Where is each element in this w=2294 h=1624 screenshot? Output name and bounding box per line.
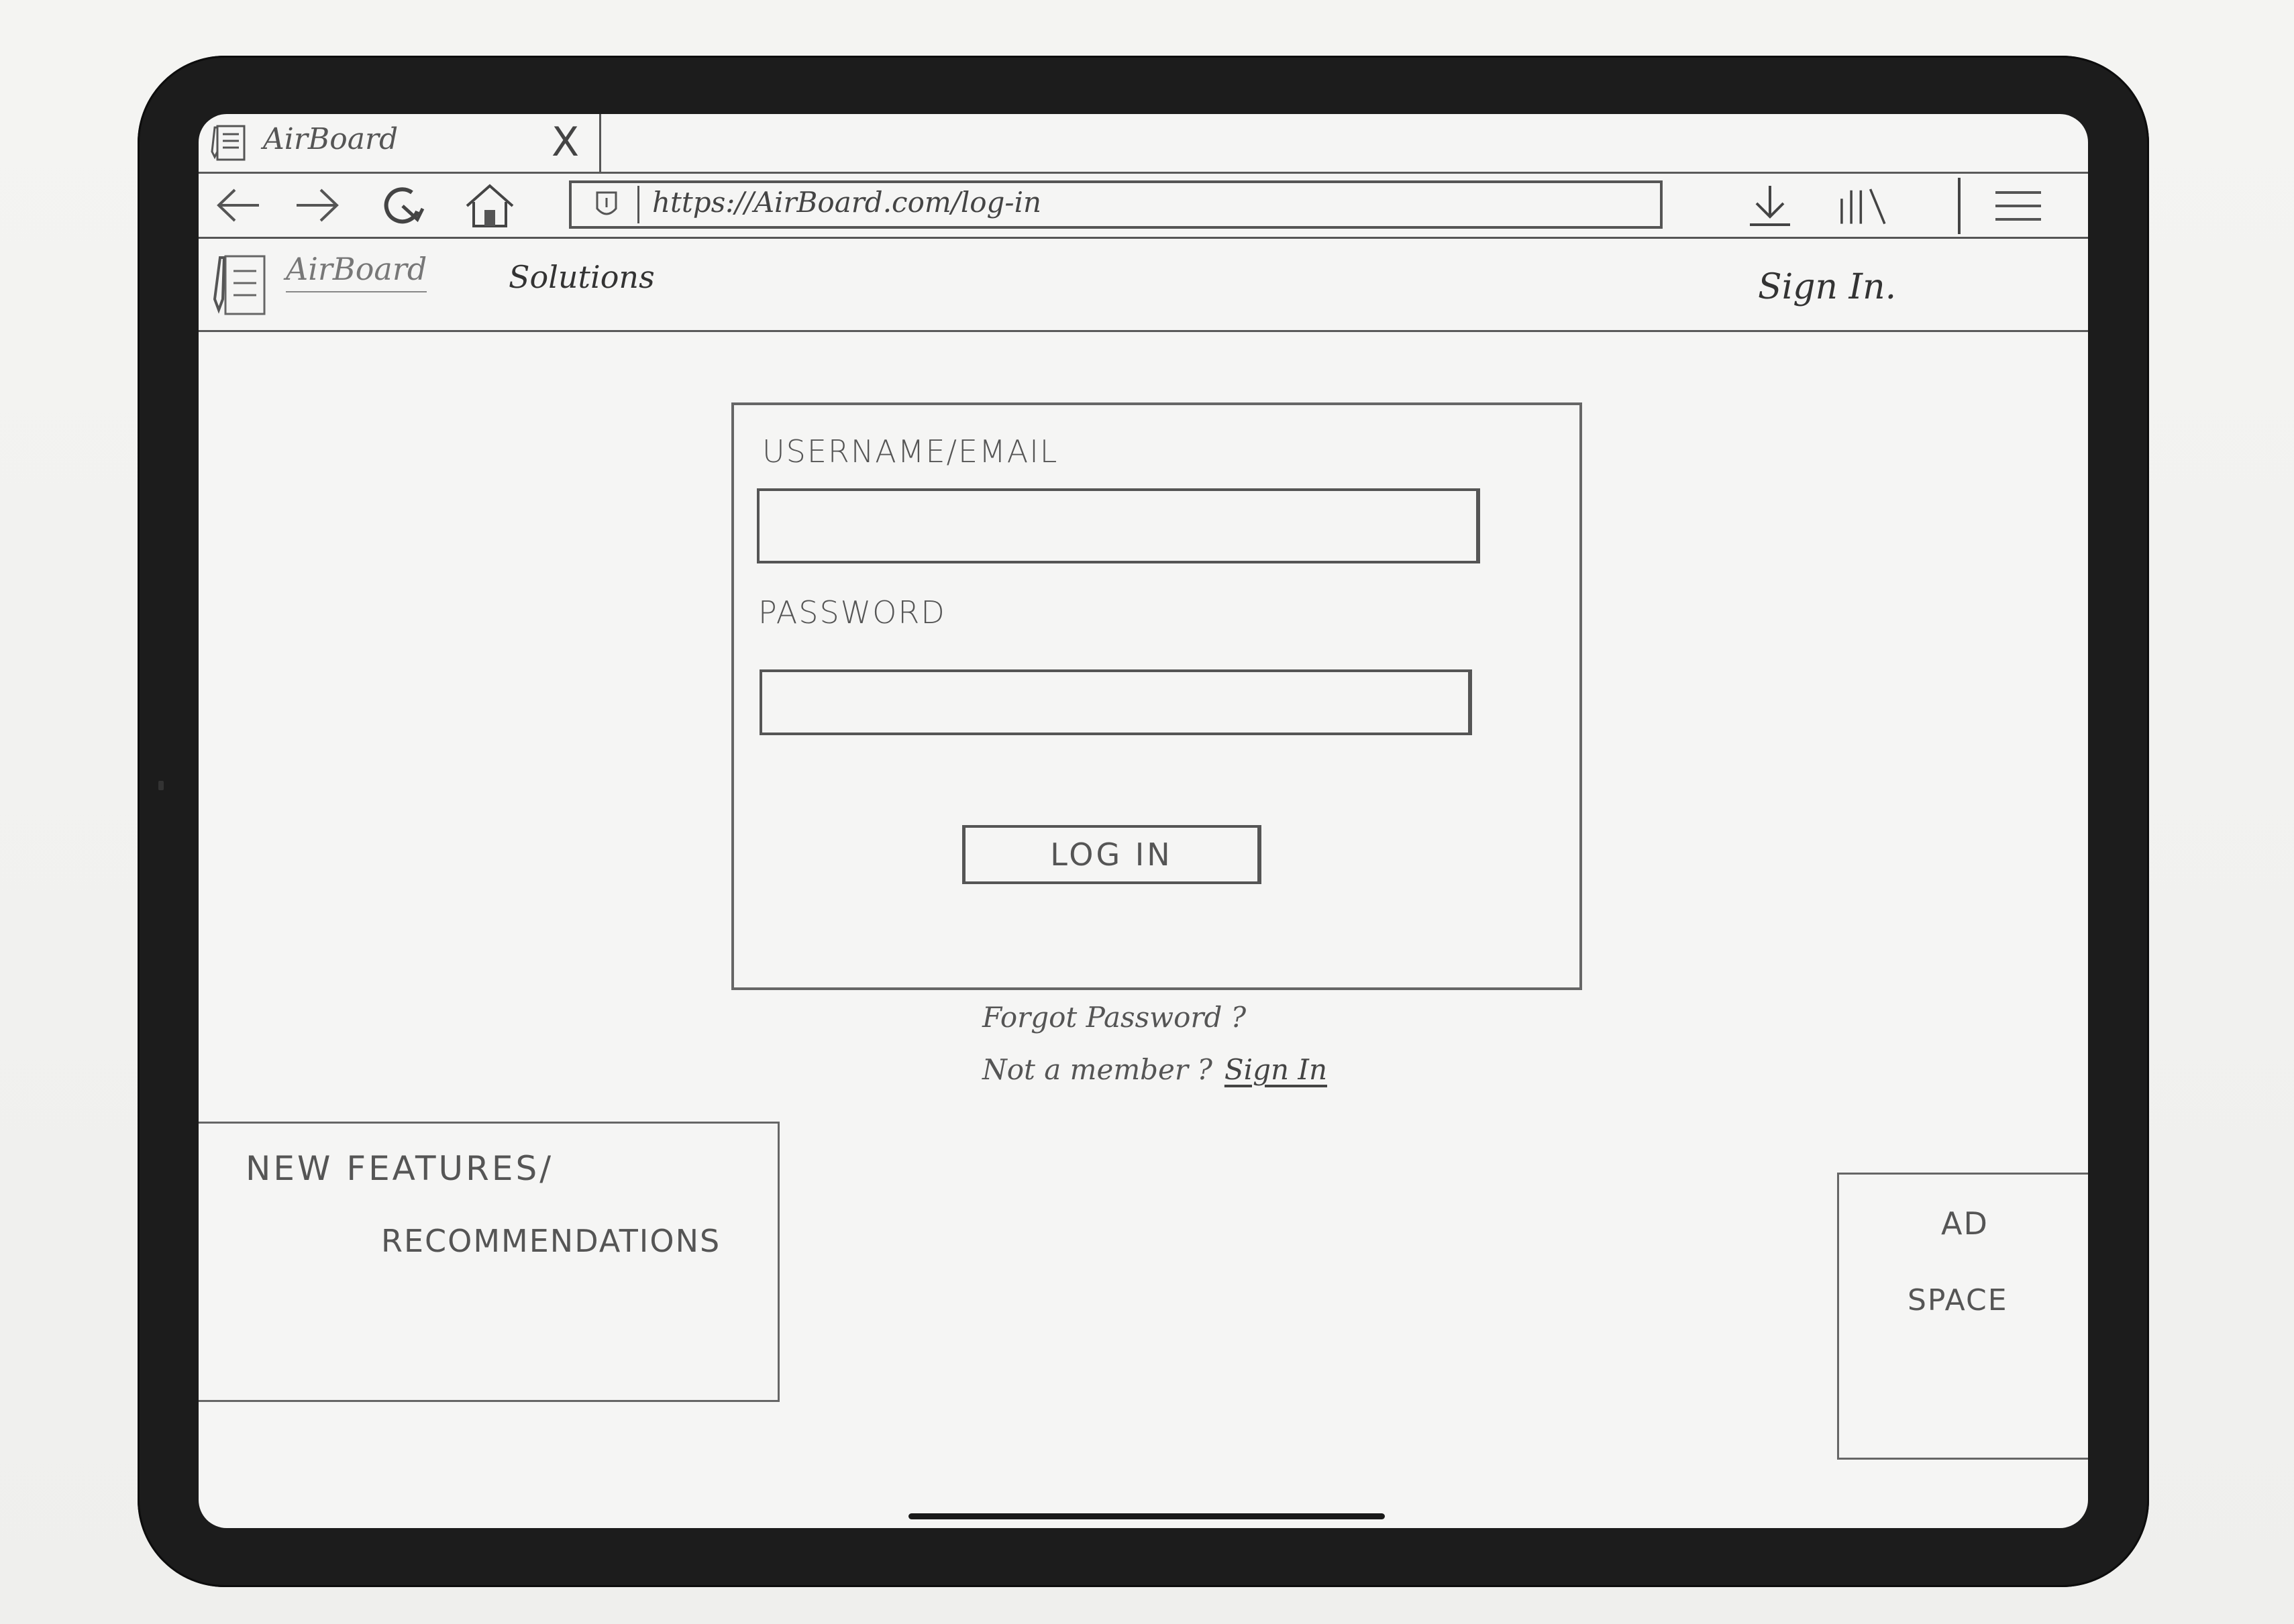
password-label: PASSWORD	[758, 594, 946, 631]
not-member-text: Not a member ?	[982, 1053, 1212, 1086]
site-header: AirBoard Solutions Sign In.	[199, 239, 2088, 332]
ad-label: AD	[1941, 1205, 1989, 1242]
nav-link-sign-in[interactable]: Sign In.	[1758, 267, 1897, 307]
arrow-left-icon[interactable]	[212, 182, 266, 229]
library-icon[interactable]	[1836, 182, 1889, 229]
hamburger-menu-icon[interactable]	[1991, 182, 2045, 229]
reload-icon[interactable]	[378, 182, 432, 229]
url-input[interactable]: https://AirBoard.com/log-in	[652, 186, 1042, 219]
features-title: NEW FEATURES/	[246, 1149, 554, 1188]
url-bar[interactable]: https://AirBoard.com/log-in	[569, 180, 1663, 229]
browser-tab[interactable]: AirBoard X	[199, 114, 601, 172]
tab-title: AirBoard	[263, 122, 399, 156]
username-field[interactable]	[757, 488, 1480, 563]
tab-close-button[interactable]: X	[552, 119, 580, 166]
browser-tab-bar: AirBoard X	[199, 114, 2088, 174]
notepad-icon	[211, 125, 246, 161]
site-logo-text[interactable]: AirBoard	[286, 251, 427, 292]
features-subtitle: RECOMMENDATIONS	[381, 1223, 721, 1259]
home-indicator[interactable]	[908, 1513, 1385, 1519]
home-icon[interactable]	[463, 182, 517, 229]
new-features-panel[interactable]: NEW FEATURES/ RECOMMENDATIONS	[199, 1122, 780, 1402]
toolbar-divider	[1958, 178, 1961, 234]
forgot-password-link[interactable]: Forgot Password ?	[982, 1001, 1247, 1034]
password-field[interactable]	[760, 669, 1472, 735]
username-label: USERNAME/EMAIL	[762, 433, 1059, 470]
ad-space-panel[interactable]: AD SPACE	[1837, 1173, 2088, 1460]
tablet-side-button	[158, 781, 164, 790]
browser-toolbar: https://AirBoard.com/log-in	[199, 174, 2088, 239]
arrow-right-icon[interactable]	[290, 182, 344, 229]
nav-link-solutions[interactable]: Solutions	[509, 259, 655, 295]
download-icon[interactable]	[1743, 182, 1797, 229]
sign-up-link[interactable]: Sign In	[1224, 1053, 1327, 1086]
login-form: USERNAME/EMAIL PASSWORD LOG IN	[731, 402, 1582, 990]
tablet-screen: AirBoard X	[199, 114, 2088, 1528]
ad-space-label: SPACE	[1908, 1283, 2008, 1317]
not-member-row: Not a member ? Sign In	[982, 1053, 1327, 1086]
login-button[interactable]: LOG IN	[962, 825, 1261, 884]
notepad-icon[interactable]	[208, 248, 272, 321]
shield-icon	[577, 186, 639, 223]
